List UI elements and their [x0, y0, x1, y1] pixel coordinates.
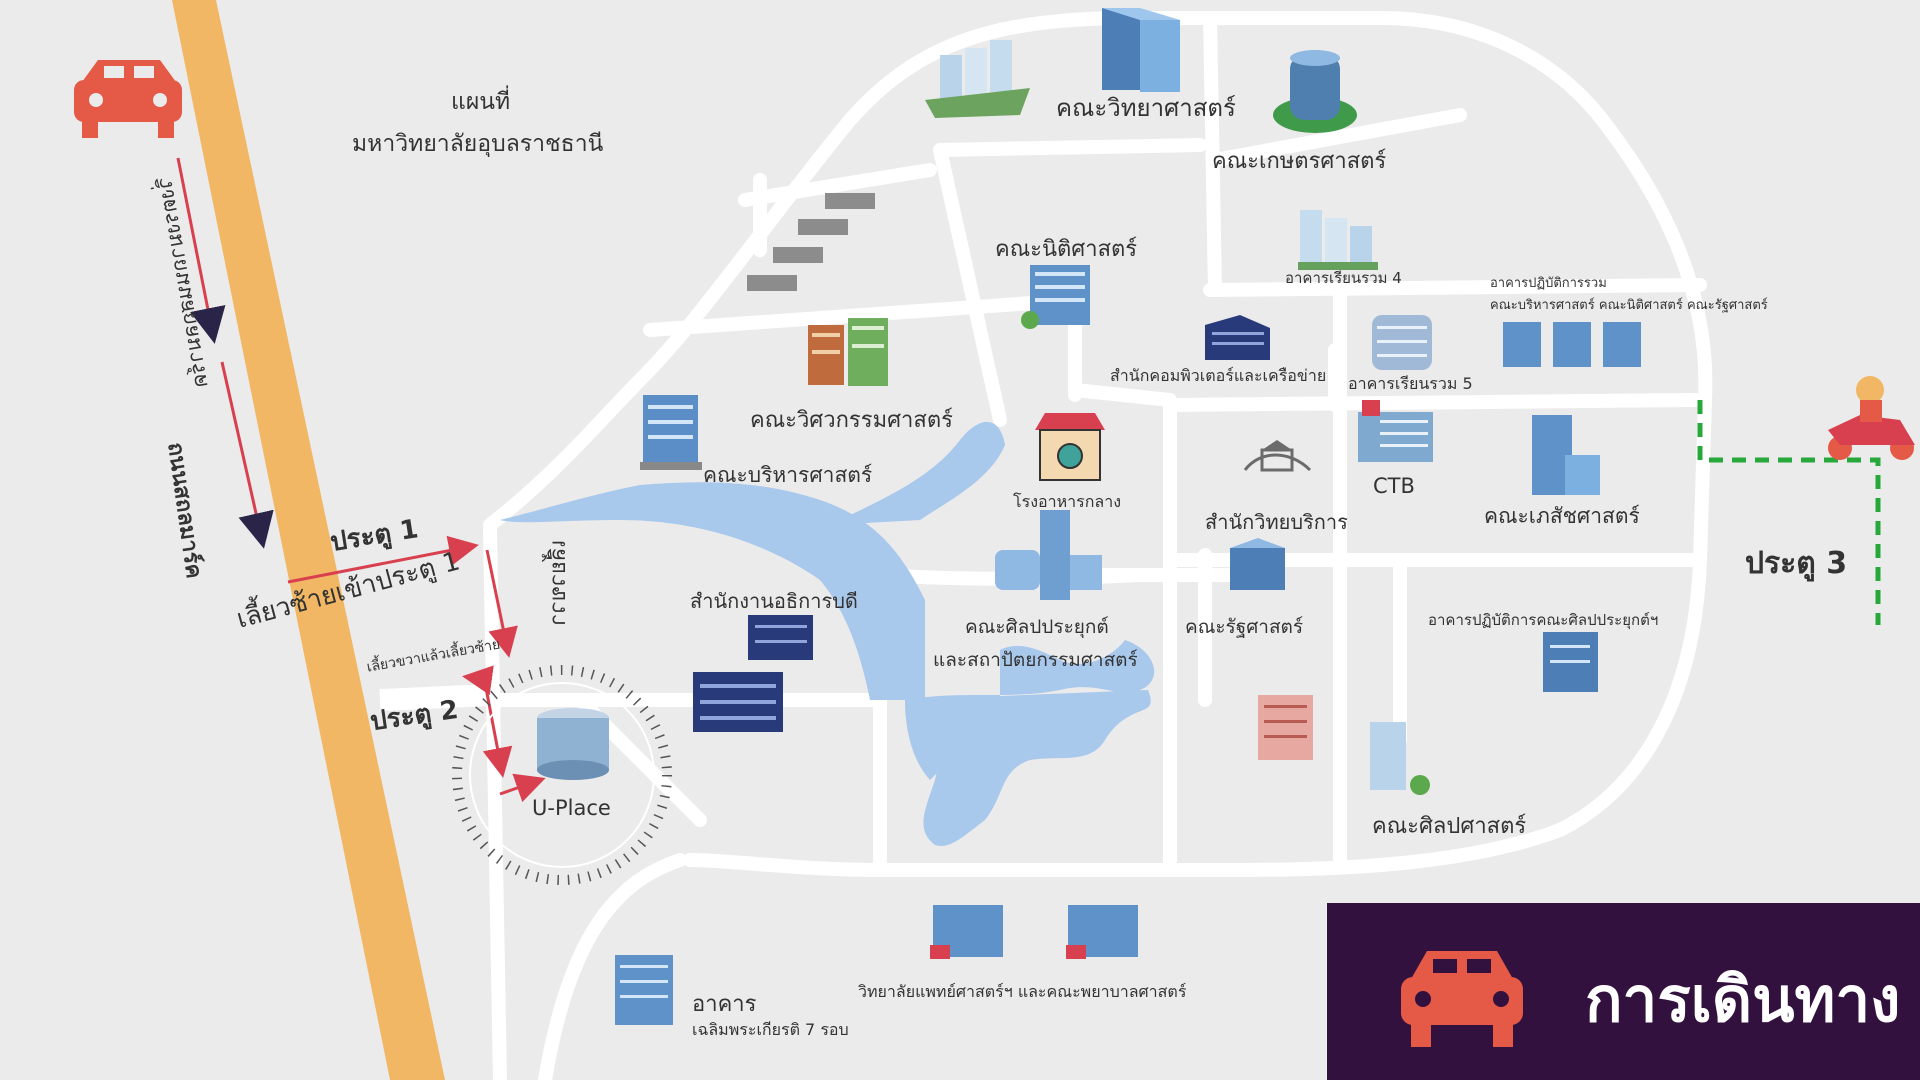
building-admin-icon [693, 672, 783, 732]
building-pink-icon [1258, 695, 1313, 760]
map-title-line2: มหาวิทยาลัยอุบลราชธานี [352, 131, 604, 157]
label-law: คณะนิติศาสตร์ [995, 237, 1138, 262]
building-icons [537, 8, 1641, 1025]
label-political-science: คณะรัฐศาสตร์ [1185, 616, 1304, 638]
building-president-office-icon [748, 615, 813, 660]
label-lab-complex-title: อาคารปฏิบัติการรวม [1490, 276, 1607, 291]
gate2-road [379, 684, 491, 711]
main-road-stathon-mark [172, 0, 445, 1080]
map-title-line1: แผนที่ [451, 89, 511, 115]
label-canteen: โรงอาหารกลาง [1013, 492, 1122, 511]
uplace-highlight-ring [452, 665, 672, 885]
library-icon [1243, 440, 1312, 472]
building-liberal-arts-icon [1370, 722, 1430, 795]
label-president-office: สำนักงานอธิการบดี [690, 589, 858, 613]
building-towers-icon [925, 40, 1030, 118]
label-lab-complex-sub: คณะบริหารศาสตร์ คณะนิติศาสตร์ คณะรัฐศาสต… [1490, 298, 1768, 313]
building-computer-center-icon [1205, 315, 1270, 360]
label-liberal-arts: คณะศิลปศาสตร์ [1372, 814, 1527, 839]
label-management: คณะบริหารศาสตร์ [703, 463, 873, 487]
travel-card-label: การเดินทาง [1585, 963, 1901, 1036]
building-law-icon [1021, 265, 1090, 329]
label-engineering: คณะวิศวกรรมศาสตร์ [750, 408, 953, 433]
building-applied-arts-icon [995, 510, 1102, 600]
label-computer-center: สำนักคอมพิวเตอร์และเครือข่าย [1110, 366, 1327, 385]
building-lecture5-icon [1372, 315, 1432, 370]
building-applied-arts-lab-icon [1543, 632, 1598, 692]
label-building-line2: เฉลิมพระเกียรติ 7 รอบ [692, 1020, 849, 1039]
building-lecture4-icon [1298, 210, 1378, 270]
building-pharmacy-icon [1532, 415, 1600, 495]
route-turn-right: เลี้ยวขวา [546, 540, 571, 626]
label-ctb: CTB [1373, 474, 1415, 498]
gate3-label: ประตู 3 [1745, 546, 1848, 581]
label-uplace: U-Place [532, 796, 611, 820]
label-lecture4: อาคารเรียนรวม 4 [1285, 269, 1402, 287]
building-management-icon [640, 395, 702, 470]
car-icon [74, 60, 182, 138]
label-building-line1: อาคาร [692, 992, 757, 1017]
label-applied-arts-lab: อาคารปฏิบัติการคณะศิลปประยุกต์ฯ [1428, 611, 1659, 629]
parking-lots [747, 193, 875, 291]
building-uplace-icon [537, 708, 609, 780]
travel-card[interactable]: การเดินทาง [1327, 903, 1920, 1080]
label-agriculture: คณะเกษตรศาสตร์ [1212, 149, 1387, 174]
label-applied-arts-line1: คณะศิลปประยุกต์ [965, 616, 1109, 638]
water-bodies [500, 421, 1155, 846]
label-pharmacy: คณะเภสัชศาสตร์ [1484, 504, 1640, 528]
building-chalerm-icon [615, 955, 673, 1025]
label-medicine: วิทยาลัยแพทย์ศาสตร์ฯ และคณะพยาบาลศาสตร์ [858, 982, 1187, 1001]
building-science-icon [1102, 8, 1180, 92]
building-engineering-icon [808, 318, 888, 386]
label-library: สำนักวิทยบริการ [1205, 510, 1348, 534]
building-ctb-icon [1358, 400, 1433, 462]
car-icon [1401, 951, 1523, 1047]
label-applied-arts-line2: และสถาปัตยกรรมศาสตร์ [933, 649, 1138, 671]
canteen-icon [1035, 413, 1105, 481]
building-medicine-icon [930, 905, 1138, 959]
building-lab-complex-icon [1503, 322, 1641, 367]
building-agriculture-icon [1273, 50, 1357, 133]
gate3-route [1697, 400, 1881, 625]
label-science: คณะวิทยาศาสตร์ [1056, 94, 1236, 122]
building-political-science-icon [1230, 538, 1285, 590]
label-lecture5: อาคารเรียนรวม 5 [1348, 374, 1473, 393]
route-arrows [176, 157, 546, 803]
delivery-scooter-icon [1828, 376, 1915, 460]
